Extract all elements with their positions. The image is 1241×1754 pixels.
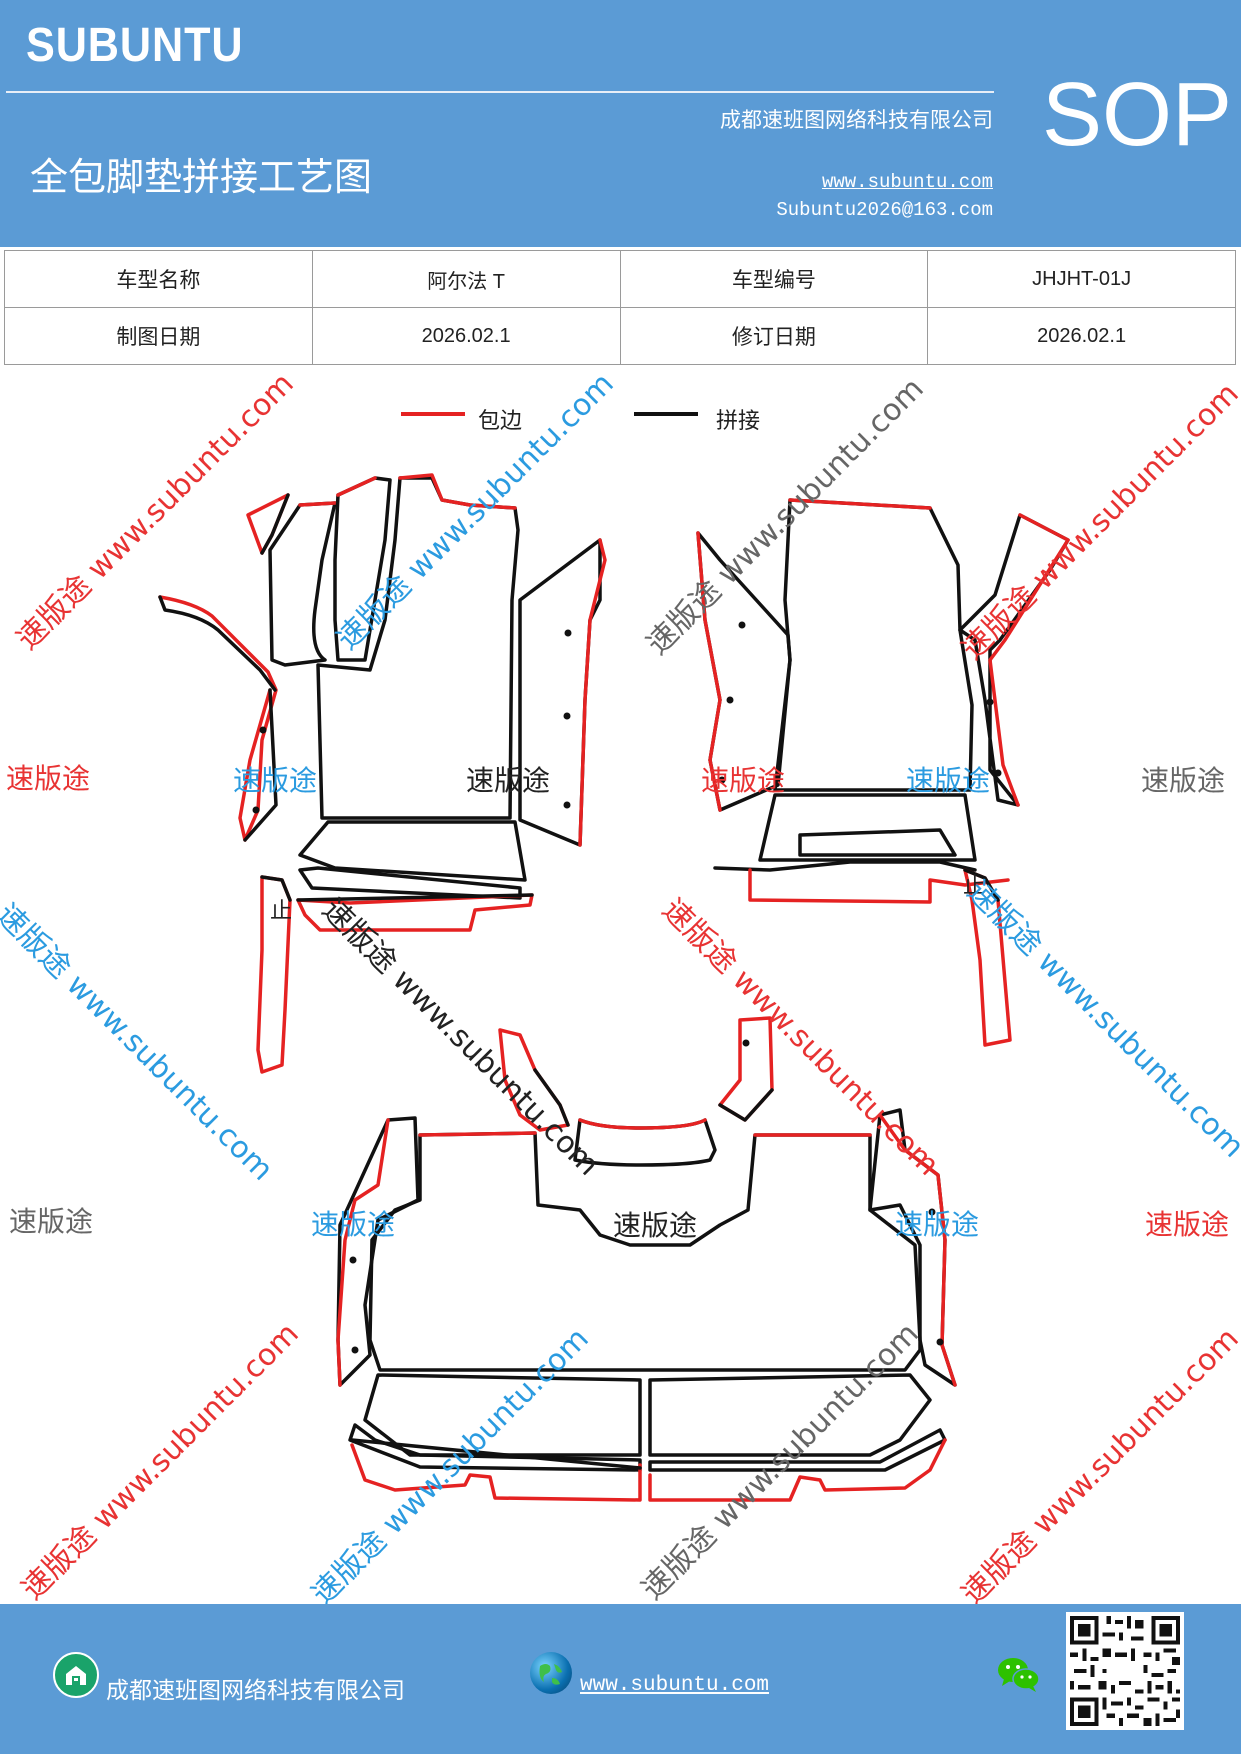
label-revision-date: 修订日期	[619, 307, 929, 365]
center-label-rear: 速版途	[613, 1209, 698, 1242]
watermark-brand: 速版途	[233, 764, 318, 797]
stop-mark-right: 止	[963, 874, 986, 899]
value-model-number: JHJHT-01J	[927, 250, 1236, 308]
front-left-mat-group	[158, 473, 607, 1074]
table-row: 车型名称 阿尔法 T 车型编号 JHJHT-01J	[4, 250, 1236, 308]
footer-banner: 成都速班图网络科技有限公司 www.subuntu.com	[0, 1604, 1241, 1754]
legend-swatch-seam	[634, 412, 698, 416]
header-divider	[6, 91, 994, 93]
watermark-brand: 速版途	[701, 764, 786, 797]
globe-icon	[530, 1652, 572, 1694]
watermark-brand: 速版途	[9, 1205, 94, 1238]
header-email: Subuntu2026@163.com	[776, 199, 993, 221]
footer-company: 成都速班图网络科技有限公司	[106, 1678, 405, 1704]
label-model-name: 车型名称	[4, 250, 313, 308]
center-label-front: 速版途	[466, 764, 551, 797]
watermark-brand: 速版途	[6, 762, 91, 795]
watermark-brand: 速版途	[906, 764, 991, 797]
info-table: 车型名称 阿尔法 T 车型编号 JHJHT-01J 制图日期 2026.02.1…	[4, 250, 1236, 365]
watermark-brand: 速版途	[895, 1208, 980, 1241]
watermark-brand: 速版途	[1141, 764, 1226, 797]
value-model-name: 阿尔法 T	[311, 250, 621, 308]
front-right-mat-group	[696, 498, 1070, 1047]
label-draw-date: 制图日期	[4, 307, 313, 365]
header-company: 成都速班图网络科技有限公司	[720, 108, 993, 132]
legend-label-edge: 包边	[478, 409, 523, 434]
sop-label: SOP	[1042, 65, 1233, 165]
header-banner: SUBUNTU 成都速班图网络科技有限公司 全包脚垫拼接工艺图 www.subu…	[0, 0, 1241, 247]
home-icon	[53, 1652, 99, 1698]
page-title: 全包脚垫拼接工艺图	[30, 155, 373, 199]
watermark-brand: 速版途	[311, 1208, 396, 1241]
header-website-link[interactable]: www.subuntu.com	[821, 171, 993, 193]
value-revision-date: 2026.02.1	[927, 307, 1236, 365]
value-draw-date: 2026.02.1	[311, 307, 621, 365]
stop-mark-left: 止	[270, 899, 293, 924]
wechat-icon[interactable]	[996, 1654, 1042, 1694]
table-row: 制图日期 2026.02.1 修订日期 2026.02.1	[4, 307, 1236, 365]
rear-mat-group	[336, 1016, 957, 1502]
label-model-number: 车型编号	[619, 250, 929, 308]
legend-label-seam: 拼接	[716, 409, 761, 434]
footer-website-link[interactable]: www.subuntu.com	[580, 1674, 770, 1697]
legend-swatch-edge	[401, 412, 465, 416]
qr-code	[1066, 1612, 1184, 1730]
watermark-brand: 速版途	[1145, 1208, 1230, 1241]
brand-logo-text: SUBUNTU	[26, 19, 244, 72]
